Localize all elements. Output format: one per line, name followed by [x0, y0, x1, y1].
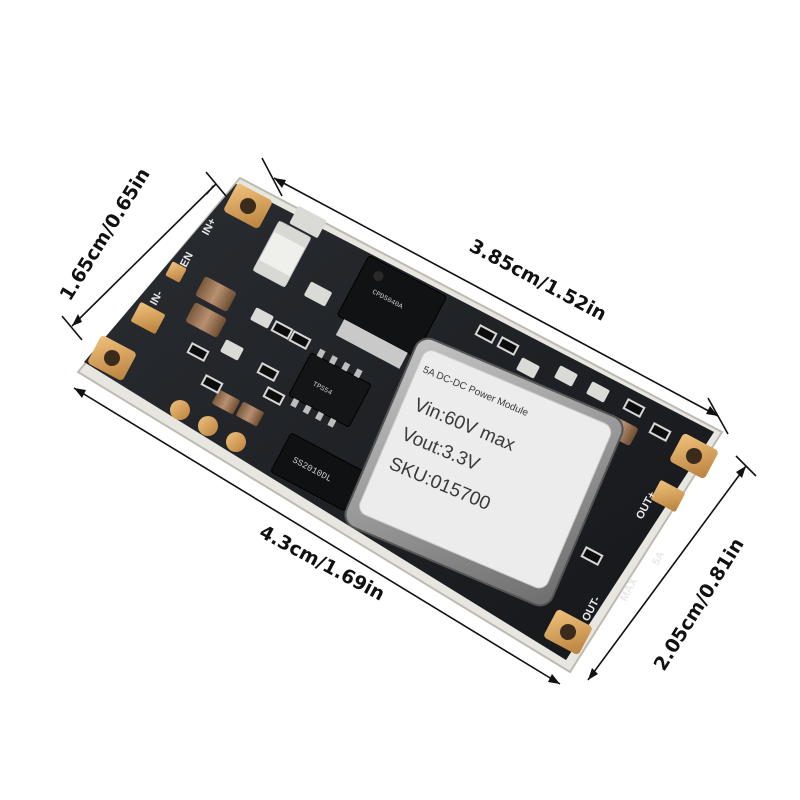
module-label-sticker: [359, 350, 612, 589]
capacitors: [186, 206, 638, 446]
silk-current: 5A: [650, 549, 667, 567]
mosfet-component: CPD5040A: [335, 255, 447, 369]
resistors: [186, 320, 672, 566]
inductor-module: 5A DC-DC Power Module Vin:60V max Vout:3…: [344, 337, 624, 607]
dimension-arrowheads: [72, 178, 746, 684]
diode-component: SS2010DL: [271, 433, 365, 511]
mounting-pads: [88, 183, 718, 655]
controller-ic: TPS54: [288, 348, 372, 428]
dim-width-pad: 1.65cm/0.65in: [56, 164, 155, 304]
fuse-component: [252, 220, 312, 288]
dimension-lines: [61, 157, 757, 685]
